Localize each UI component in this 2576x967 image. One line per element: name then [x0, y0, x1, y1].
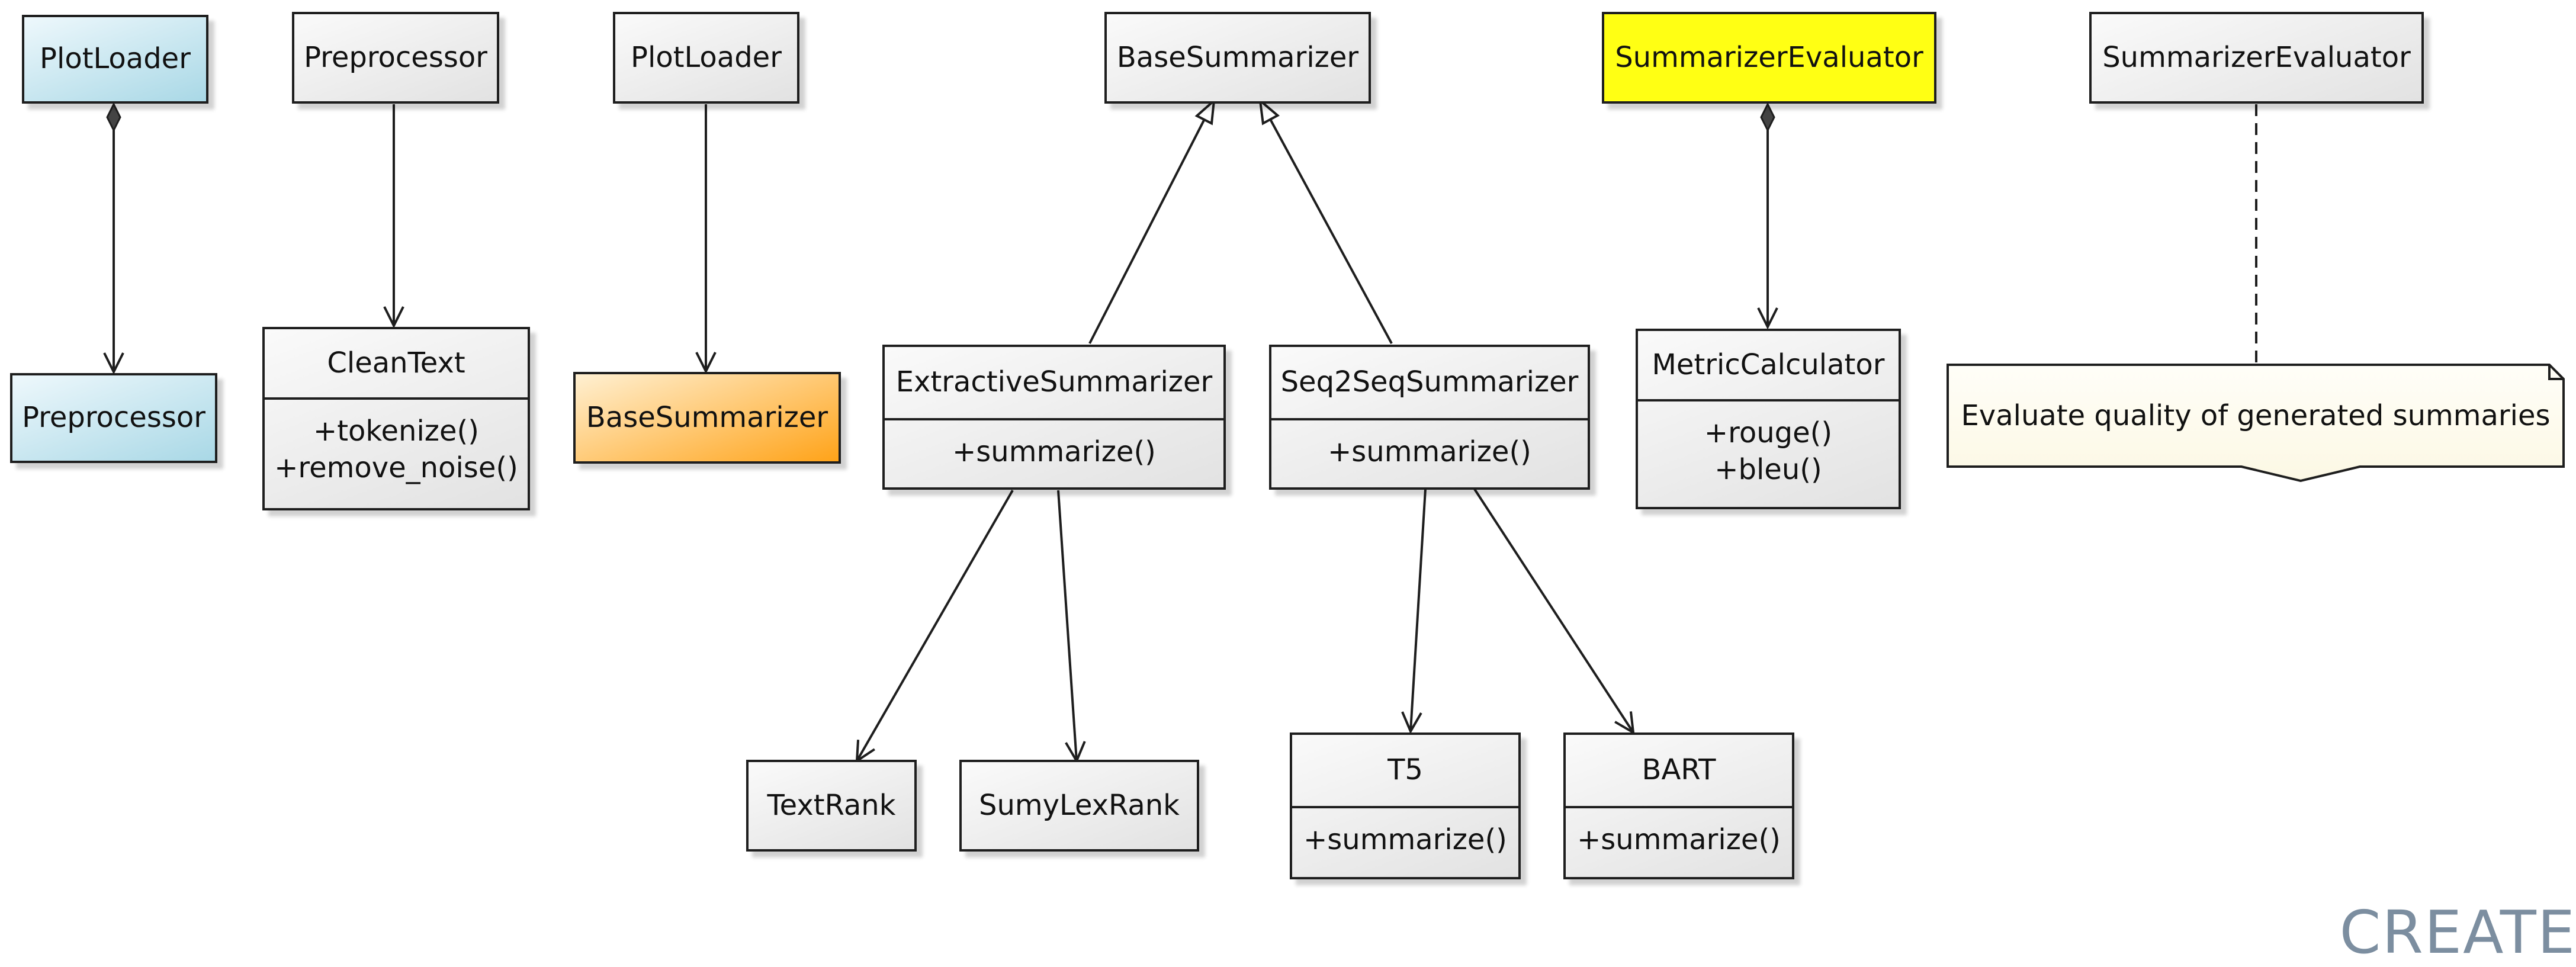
class-t5[interactable]: T5 +summarize()	[1290, 733, 1521, 879]
class-methods: +summarize()	[1271, 420, 1588, 470]
method: +summarize()	[952, 435, 1156, 468]
class-methods: +summarize()	[1566, 808, 1792, 858]
relation-seq2seq-bart	[1473, 488, 1633, 733]
class-name: BART	[1642, 753, 1716, 787]
class-summarizerevaluator-2[interactable]: SummarizerEvaluator	[2089, 12, 2424, 104]
watermark-text: CREATE	[2339, 898, 2576, 967]
class-metriccalculator[interactable]: MetricCalculator +rouge() +bleu()	[1636, 329, 1901, 509]
class-methods: +summarize()	[885, 420, 1223, 470]
class-bart[interactable]: BART +summarize()	[1563, 733, 1794, 879]
note-text: Evaluate quality of generated summaries	[1961, 399, 2551, 432]
class-name: SummarizerEvaluator	[1615, 40, 1923, 74]
class-name: PlotLoader	[40, 42, 191, 76]
class-name: MetricCalculator	[1652, 348, 1885, 381]
class-divider	[885, 418, 1223, 420]
class-name: BaseSummarizer	[586, 400, 828, 434]
class-name: SummarizerEvaluator	[2102, 40, 2411, 74]
class-name: CleanText	[327, 346, 465, 380]
method: +bleu()	[1714, 453, 1822, 487]
class-divider	[1638, 399, 1899, 401]
class-name: ExtractiveSummarizer	[895, 365, 1213, 399]
relation-seq2seq-inherits-basesummarizer	[1260, 101, 1393, 344]
class-extractivesummarizer[interactable]: ExtractiveSummarizer +summarize()	[882, 345, 1226, 490]
relation-extractive-inherits-basesummarizer	[1088, 101, 1214, 344]
class-methods: +tokenize() +remove_noise()	[265, 400, 528, 487]
class-plotloader-1[interactable]: PlotLoader	[22, 15, 208, 104]
method: +summarize()	[1303, 823, 1507, 856]
class-preprocessor-2[interactable]: Preprocessor	[292, 12, 499, 104]
class-name: T5	[1387, 753, 1423, 787]
class-divider	[1566, 806, 1792, 808]
relation-seq2seq-t5	[1411, 489, 1427, 731]
class-summarizerevaluator-1[interactable]: SummarizerEvaluator	[1602, 12, 1936, 104]
class-sumylexrank[interactable]: SumyLexRank	[959, 760, 1199, 852]
class-name: TextRank	[767, 788, 896, 822]
class-name: Seq2SeqSummarizer	[1280, 365, 1579, 399]
class-divider	[265, 397, 528, 400]
class-seq2seqsummarizer[interactable]: Seq2SeqSummarizer +summarize()	[1269, 345, 1590, 490]
class-cleantext[interactable]: CleanText +tokenize() +remove_noise()	[262, 327, 530, 510]
class-divider	[1292, 806, 1518, 808]
class-preprocessor-1[interactable]: Preprocessor	[10, 373, 217, 463]
note-shape	[1947, 364, 2565, 483]
class-divider	[1271, 418, 1588, 420]
class-plotloader-2[interactable]: PlotLoader	[613, 12, 799, 104]
class-methods: +rouge() +bleu()	[1638, 401, 1899, 489]
method: +rouge()	[1704, 416, 1833, 449]
method: +remove_noise()	[274, 451, 518, 485]
class-name: SumyLexRank	[979, 788, 1180, 822]
note-evaluate-quality[interactable]: Evaluate quality of generated summaries	[1945, 362, 2566, 484]
class-name: Preprocessor	[22, 401, 205, 435]
class-methods: +summarize()	[1292, 808, 1518, 858]
class-name: PlotLoader	[631, 40, 782, 74]
class-name: BaseSummarizer	[1116, 40, 1359, 74]
method: +tokenize()	[313, 415, 479, 448]
method: +summarize()	[1328, 435, 1531, 468]
class-basesummarizer-1[interactable]: BaseSummarizer	[573, 372, 841, 464]
class-textrank[interactable]: TextRank	[746, 760, 917, 852]
class-basesummarizer-2[interactable]: BaseSummarizer	[1104, 12, 1371, 104]
class-name: Preprocessor	[304, 40, 487, 74]
method: +summarize()	[1577, 823, 1781, 856]
relation-extractive-textrank	[857, 490, 1014, 761]
relation-extractive-sumylexrank	[1057, 490, 1077, 761]
